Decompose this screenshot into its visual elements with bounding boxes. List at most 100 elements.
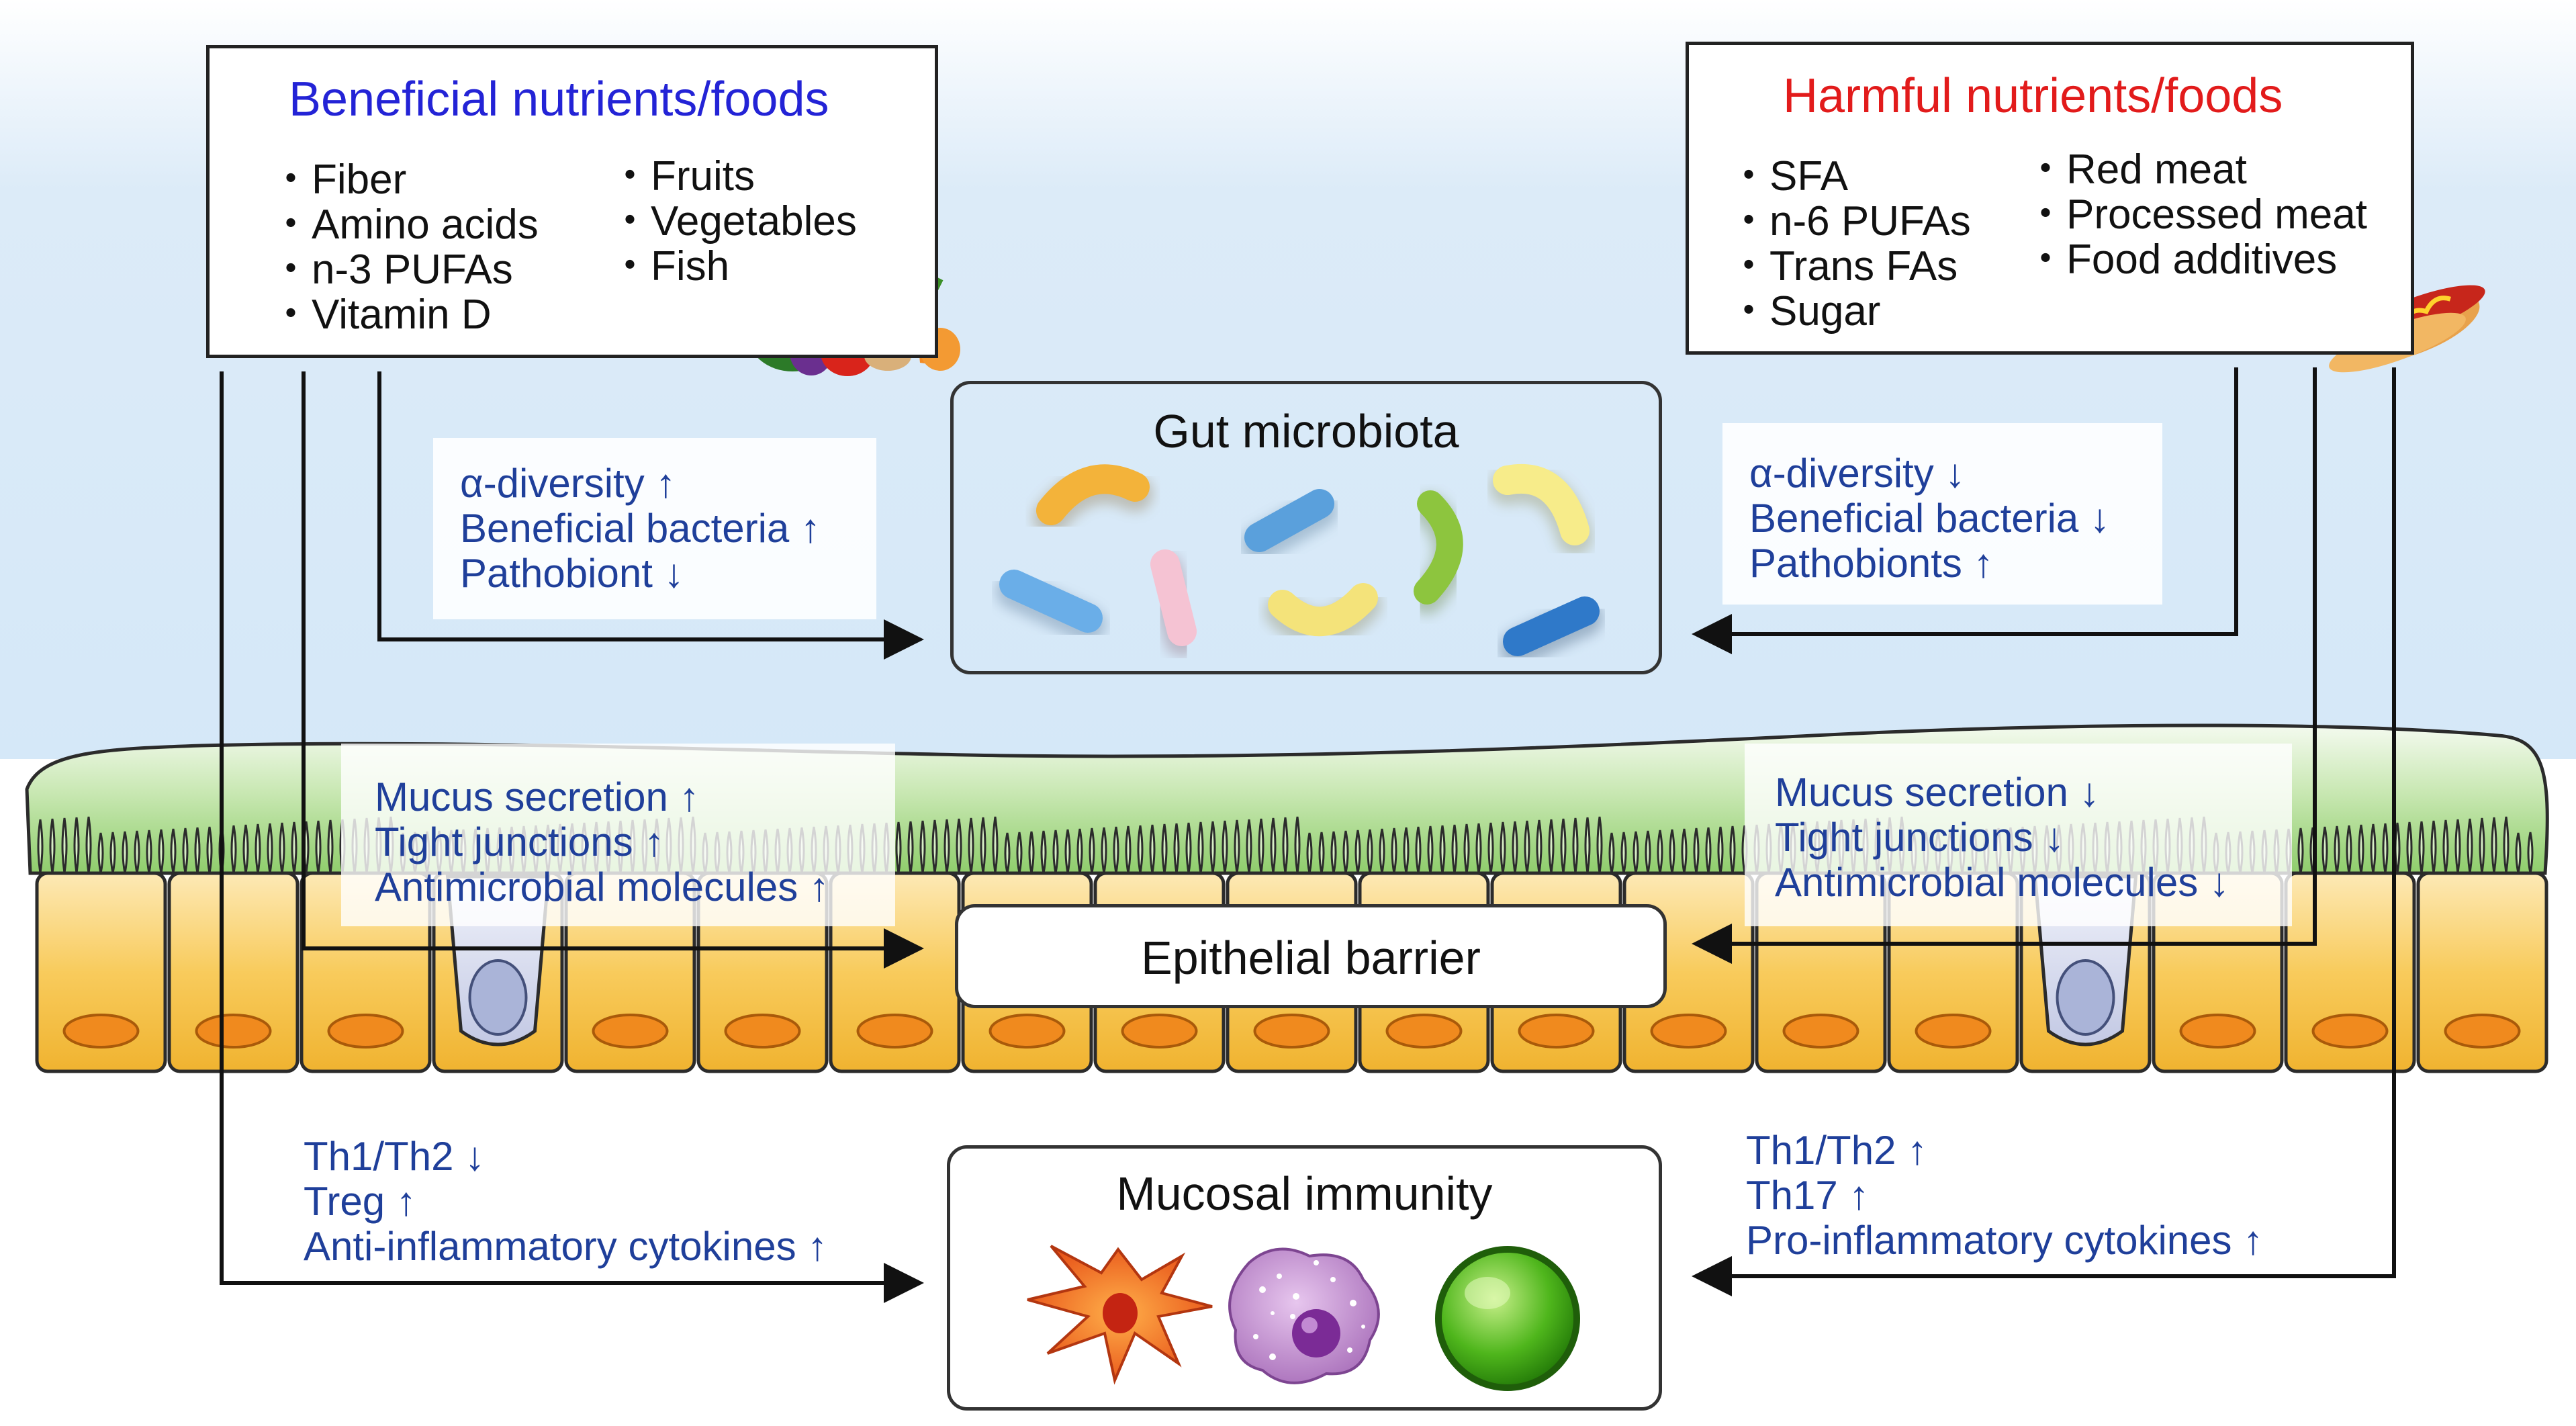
beneficial-item: ・Fiber	[270, 157, 407, 203]
microvillus	[1173, 823, 1180, 874]
effect-line: Beneficial bacteria ↓	[1749, 496, 2110, 541]
beneficial-item: ・Amino acids	[270, 202, 539, 248]
immunity-beneficial-effect: Anti-inflammatory cytokines ↑	[304, 1224, 828, 1269]
microvillus	[1548, 819, 1555, 874]
cell-nucleus	[327, 1014, 404, 1049]
epithelial-barrier-box: Epithelial barrier	[955, 904, 1667, 1008]
bacterium-pink-icon	[1147, 549, 1200, 656]
microbiota-beneficial-effects: α-diversity ↑ Beneficial bacteria ↑ Path…	[433, 438, 876, 619]
cell-nucleus	[195, 1014, 272, 1049]
microvillus	[1729, 826, 1736, 874]
microvillus	[1391, 828, 1397, 874]
harmful-title: Harmful nutrients/foods	[1783, 69, 2283, 123]
immunity-harmful-effect: Th1/Th2 ↑	[1746, 1128, 1928, 1173]
beneficial-title: Beneficial nutrients/foods	[289, 73, 829, 126]
effect-line: Antimicrobial molecules ↑	[375, 864, 829, 909]
mucosal-immunity-title: Mucosal immunity	[1116, 1167, 1493, 1220]
bacterium-lightblue-icon	[996, 570, 1106, 643]
microvillus	[327, 819, 334, 874]
microvillus	[2527, 832, 2534, 874]
cell-nucleus	[1650, 1014, 1727, 1049]
cell-nucleus	[1385, 1014, 1463, 1049]
effect-line: Antimicrobial molecules ↓	[1775, 860, 2229, 905]
microvillus	[61, 817, 68, 874]
microvillus	[2358, 824, 2364, 874]
microvillus	[968, 817, 974, 874]
goblet-cell-nucleus	[2056, 959, 2115, 1036]
beneficial-item: ・Vitamin D	[270, 292, 492, 338]
effect-line: Pathobionts ↑	[1749, 541, 1994, 586]
microvillus	[1222, 820, 1228, 874]
microvillus	[1125, 826, 1132, 874]
microvillus	[1379, 828, 1385, 874]
harmful-item: ・Red meat	[2025, 146, 2247, 193]
microvillus	[2346, 825, 2352, 874]
microvillus	[1572, 817, 1579, 874]
microvillus	[2430, 820, 2437, 874]
microvillus	[1270, 817, 1277, 874]
microvillus	[2406, 821, 2413, 874]
cell-nucleus	[2179, 1014, 2256, 1049]
microvillus	[931, 819, 938, 874]
microvillus	[109, 832, 116, 874]
microvillus	[170, 828, 177, 874]
barrier-beneficial-effects: Mucus secretion ↑ Tight junctions ↑ Anti…	[341, 744, 895, 926]
microvillus	[919, 820, 926, 874]
microvillus	[1064, 829, 1071, 874]
microvillus	[1161, 823, 1168, 874]
microvillus	[1040, 830, 1047, 874]
microvillus	[2515, 832, 2522, 874]
cell-nucleus	[2444, 1014, 2521, 1049]
bacterium-yellow-curved-icon	[1264, 583, 1381, 647]
cell-nucleus	[1121, 1014, 1198, 1049]
cell-nucleus	[724, 1014, 801, 1049]
microvillus	[2491, 817, 2497, 874]
harmful-item: ・SFA	[1728, 153, 1849, 199]
cell-nucleus	[62, 1014, 140, 1049]
microvillus	[1584, 817, 1591, 874]
microvillus	[1197, 821, 1204, 874]
immunity-harmful-effect: Pro-inflammatory cytokines ↑	[1746, 1218, 2264, 1263]
microvillus	[1149, 824, 1156, 874]
microvillus	[2454, 819, 2461, 874]
microvillus	[2334, 826, 2340, 874]
harmful-arrows	[1692, 367, 2396, 1296]
harmful-to-microbiota-arrow	[1692, 367, 2238, 654]
microvillus	[279, 822, 285, 874]
microvillus	[2503, 816, 2510, 874]
cell-nucleus	[1782, 1014, 1859, 1049]
cell-nucleus	[2311, 1014, 2389, 1049]
microvillus	[1076, 828, 1083, 874]
cell-nucleus	[592, 1014, 669, 1049]
microvillus	[1294, 816, 1301, 874]
microvillus	[206, 826, 213, 874]
beneficial-arrows	[220, 371, 924, 1303]
microvillus	[1004, 832, 1011, 874]
harmful-to-barrier-arrow	[1692, 367, 2317, 964]
microvillus	[1427, 826, 1434, 874]
microvillus	[895, 821, 902, 874]
microvillus	[1463, 823, 1470, 874]
goblet-cell-nucleus	[468, 959, 528, 1036]
microvillus	[1475, 823, 1482, 874]
bacterium-blue-icon	[1241, 489, 1338, 562]
effect-line: Pathobiont ↓	[460, 551, 684, 596]
microvillus	[230, 825, 237, 874]
microvillus	[146, 830, 152, 874]
microvillus	[1354, 830, 1361, 874]
beneficial-to-barrier-arrow	[302, 371, 924, 969]
microvillus	[2321, 826, 2328, 874]
microvillus	[992, 816, 999, 874]
microvillus	[1487, 822, 1494, 874]
microvillus	[1234, 819, 1240, 874]
microvillus	[1246, 819, 1252, 874]
microvillus	[1113, 826, 1119, 874]
microvillus	[134, 830, 140, 874]
harmful-panel: Harmful nutrients/foods ・SFA ・n-6 PUFAs …	[1686, 42, 2414, 355]
cell-nucleus	[988, 1014, 1066, 1049]
microvillus	[2418, 821, 2425, 874]
effect-line: α-diversity ↓	[1749, 451, 1966, 496]
beneficial-item: ・Fruits	[609, 153, 755, 199]
microvillus	[1137, 825, 1144, 874]
